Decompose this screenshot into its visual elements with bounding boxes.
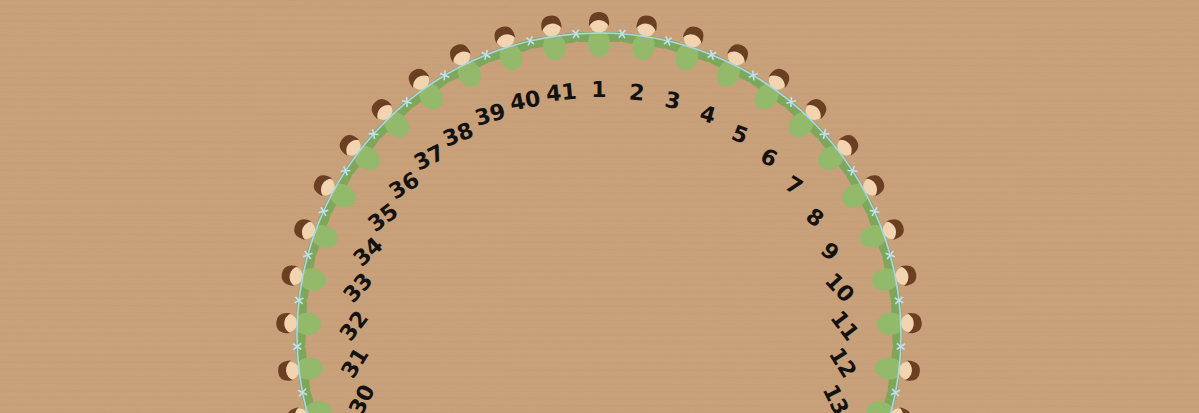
position-number: 4 <box>697 103 718 128</box>
hand-mark <box>293 343 301 349</box>
hand-mark <box>749 70 758 80</box>
position-number: 11 <box>826 307 862 345</box>
hand-mark <box>298 389 307 396</box>
hand-mark <box>573 30 580 38</box>
position-number: 3 <box>663 89 682 113</box>
position-number: 32 <box>336 307 372 345</box>
position-number: 13 <box>819 381 852 413</box>
person-figure <box>433 34 498 97</box>
hand-mark <box>664 36 672 45</box>
hand-mark <box>402 97 412 107</box>
person-figure <box>617 12 673 64</box>
hand-mark <box>891 389 900 396</box>
position-number: 37 <box>410 142 447 175</box>
string-circle <box>297 33 901 413</box>
person-figure <box>872 342 922 397</box>
person-figure <box>805 119 871 186</box>
person-figure <box>700 34 765 97</box>
position-number: 6 <box>757 145 780 172</box>
person-figure <box>393 56 460 122</box>
hand-mark <box>303 251 312 259</box>
hand-mark <box>848 166 858 175</box>
person-figure <box>275 342 325 397</box>
position-number: 31 <box>338 344 373 382</box>
hand-mark <box>886 251 895 259</box>
position-number: 34 <box>350 234 387 271</box>
hand-mark <box>895 297 904 304</box>
people <box>275 12 922 413</box>
hand-mark <box>619 30 626 38</box>
hand-mark <box>369 129 379 139</box>
hand-marks <box>293 30 905 413</box>
person-figure <box>277 249 331 307</box>
person-figure <box>287 202 346 264</box>
position-number: 30 <box>346 381 379 413</box>
position-number: 35 <box>365 200 403 236</box>
hand-mark <box>526 36 534 45</box>
position-number: 1 <box>591 79 606 101</box>
hand-mark <box>295 297 304 304</box>
hand-mark <box>897 343 905 349</box>
position-number: 40 <box>508 88 542 115</box>
position-number: 33 <box>340 270 377 307</box>
person-figure <box>525 12 581 64</box>
position-number: 36 <box>385 169 423 204</box>
position-number: 12 <box>825 344 860 382</box>
person-figure <box>852 202 911 264</box>
position-number: 38 <box>440 119 476 151</box>
hand-mark <box>786 97 796 107</box>
hand-mark <box>319 207 329 216</box>
hand-mark <box>482 50 491 60</box>
hand-mark <box>341 166 351 175</box>
position-number: 10 <box>821 270 858 307</box>
person-figure <box>831 159 894 224</box>
position-number: 39 <box>473 101 508 131</box>
position-number: 2 <box>628 81 645 104</box>
hand-mark <box>440 70 449 80</box>
person-figure <box>574 12 624 57</box>
hand-mark <box>870 207 880 216</box>
position-number: 41 <box>545 80 578 105</box>
person-figure <box>867 249 921 307</box>
person-figure <box>478 20 539 78</box>
position-number: 7 <box>782 173 807 200</box>
position-number: 8 <box>802 205 827 232</box>
hand-mark <box>819 129 829 139</box>
person-figure <box>860 385 917 413</box>
hand-mark <box>708 50 717 60</box>
person-figure <box>659 20 720 78</box>
